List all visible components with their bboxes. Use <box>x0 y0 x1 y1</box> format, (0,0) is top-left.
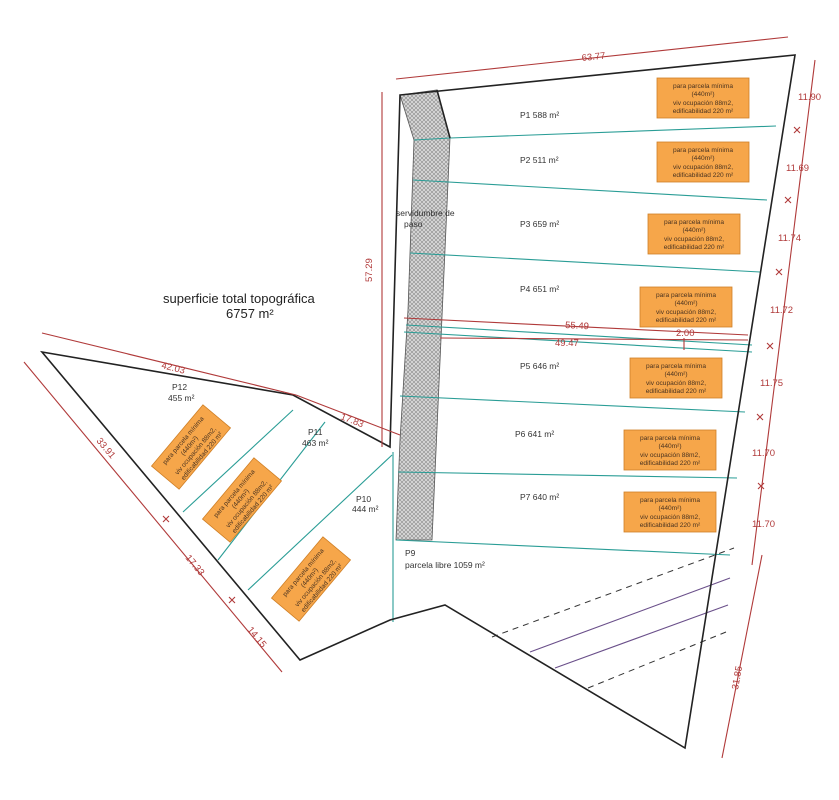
svg-text:para parcela mínima: para parcela mínima <box>673 147 733 154</box>
svg-text:para parcela mínima: para parcela mínima <box>656 292 716 299</box>
note-box-p7: para parcela mínima (440m²) viv ocupació… <box>623 491 717 533</box>
svg-text:para parcela mínima: para parcela mínima <box>640 497 700 504</box>
note-box-p3: para parcela mínima (440m²) viv ocupació… <box>647 213 741 255</box>
parcel-label-p4: P4 651 m² <box>520 284 559 294</box>
dim-east-6: 11.70 <box>752 448 775 459</box>
note-box-p4: para parcela mínima (440m²) viv ocupació… <box>639 286 733 328</box>
dim-west-side: 33.91 <box>94 436 118 461</box>
easement-right-edge <box>436 89 451 139</box>
svg-text:viv ocupación 88m2,: viv ocupación 88m2, <box>656 309 716 316</box>
svg-text:edificabilidad 220 m²: edificabilidad 220 m² <box>656 317 717 324</box>
dim-east-2: 11.69 <box>786 163 809 174</box>
parcel-label-p9: P9 <box>405 548 416 558</box>
easement-label: servidumbre de <box>396 208 455 218</box>
svg-text:viv ocupación 88m2,: viv ocupación 88m2, <box>673 100 733 107</box>
note-box-p12: para parcela mínima (440m²) viv ocupació… <box>150 404 232 490</box>
note-box-p10: para parcela mínima (440m²) viv ocupació… <box>270 536 352 622</box>
parcel-label-p3: P3 659 m² <box>520 219 559 229</box>
svg-text:(440m²): (440m²) <box>682 227 705 234</box>
svg-text:(440m²): (440m²) <box>674 300 697 307</box>
parcel-label-p11: P11 <box>308 427 323 437</box>
dim-east-3: 11.74 <box>778 233 801 244</box>
parcel-label-p7: P7 640 m² <box>520 492 559 502</box>
dim-east-1: 11.90 <box>798 92 821 103</box>
svg-text:viv ocupación 88m2,: viv ocupación 88m2, <box>646 380 706 387</box>
svg-text:edificabilidad 220 m²: edificabilidad 220 m² <box>646 388 707 395</box>
total-area-value: 6757 m² <box>226 306 274 321</box>
parcel-label-p9-area: parcela libre 1059 m² <box>405 560 485 570</box>
svg-text:para parcela mínima: para parcela mínima <box>646 363 706 370</box>
svg-text:para parcela mínima: para parcela mínima <box>664 219 724 226</box>
dim-east-4: 11.72 <box>770 305 793 316</box>
parcel-label-p5: P5 646 m² <box>520 361 559 371</box>
parcel-label-p6: P6 641 m² <box>515 429 554 439</box>
parcel-label-p12: P12 <box>172 382 187 392</box>
svg-text:(440m²): (440m²) <box>664 371 687 378</box>
dim-inner-long: 55.49 <box>565 320 589 332</box>
site-outline <box>39 54 796 750</box>
dim-sw-low: 14.15 <box>245 625 269 650</box>
svg-text:viv ocupación 88m2,: viv ocupación 88m2, <box>664 236 724 243</box>
svg-text:para parcela mínima: para parcela mínima <box>640 435 700 442</box>
dim-top: 63.77 <box>581 51 606 64</box>
svg-text:para parcela mínima: para parcela mínima <box>673 83 733 90</box>
svg-text:edificabilidad 220 m²: edificabilidad 220 m² <box>673 172 734 179</box>
svg-text:(440m²): (440m²) <box>691 91 714 98</box>
parcel-label-p1: P1 588 m² <box>520 110 559 120</box>
parcel-label-p11-area: 463 m² <box>302 438 329 448</box>
svg-text:viv ocupación 88m2,: viv ocupación 88m2, <box>673 164 733 171</box>
svg-text:edificabilidad 220 m²: edificabilidad 220 m² <box>640 460 701 467</box>
note-box-p1: para parcela mínima (440m²) viv ocupació… <box>656 77 750 119</box>
svg-text:(440m²): (440m²) <box>691 155 714 162</box>
svg-text:viv ocupación 88m2,: viv ocupación 88m2, <box>640 452 700 459</box>
total-area-label: superficie total topográfica <box>163 291 316 306</box>
dim-east-7: 11.70 <box>752 519 775 530</box>
dim-east-5: 11.75 <box>760 378 783 389</box>
svg-text:edificabilidad 220 m²: edificabilidad 220 m² <box>640 522 701 529</box>
parcel-label-p12-area: 455 m² <box>168 393 195 403</box>
p9-internal-lines <box>491 547 735 689</box>
note-box-p6: para parcela mínima (440m²) viv ocupació… <box>623 429 717 471</box>
svg-text:(440m²): (440m²) <box>658 443 681 450</box>
easement-label-line2: paso <box>404 219 423 229</box>
parcel-label-p10-area: 444 m² <box>352 504 379 514</box>
note-box-p5: para parcela mínima (440m²) viv ocupació… <box>629 357 723 399</box>
parcel-label-p10: P10 <box>356 494 371 504</box>
dim-east-bottom: 31.85 <box>730 665 745 690</box>
dimension-ticks <box>162 126 801 604</box>
dim-offset: 2.00 <box>676 328 695 339</box>
svg-text:edificabilidad 220 m²: edificabilidad 220 m² <box>664 244 725 251</box>
dim-sw-mid: 17.33 <box>183 553 207 578</box>
svg-text:(440m²): (440m²) <box>658 505 681 512</box>
note-box-p2: para parcela mínima (440m²) viv ocupació… <box>656 141 750 183</box>
svg-text:viv ocupación 88m2,: viv ocupación 88m2, <box>640 514 700 521</box>
dim-inner-short: 49.47 <box>555 338 579 349</box>
dimension-lines <box>23 36 816 759</box>
dim-left-vertical: 57.29 <box>364 258 375 282</box>
svg-text:edificabilidad 220 m²: edificabilidad 220 m² <box>673 108 734 115</box>
parcel-label-p2: P2 511 m² <box>520 155 559 165</box>
